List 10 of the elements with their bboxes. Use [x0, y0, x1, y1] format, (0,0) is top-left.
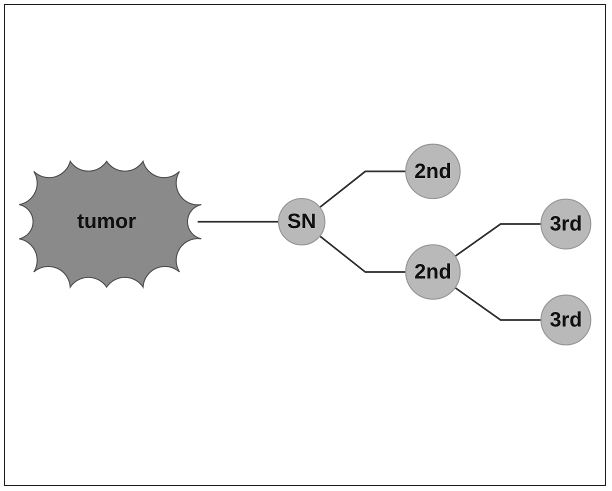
node-circle: 2nd: [405, 144, 461, 200]
node-circle: 3rd: [540, 199, 592, 250]
node-circle: 2nd: [405, 244, 461, 300]
node-circle: 3rd: [540, 295, 592, 346]
connector: [198, 221, 279, 224]
connector: [454, 287, 542, 322]
connector: [319, 236, 406, 274]
connector: [454, 224, 542, 258]
connector: [319, 171, 406, 208]
node-circle: SN: [278, 198, 326, 246]
